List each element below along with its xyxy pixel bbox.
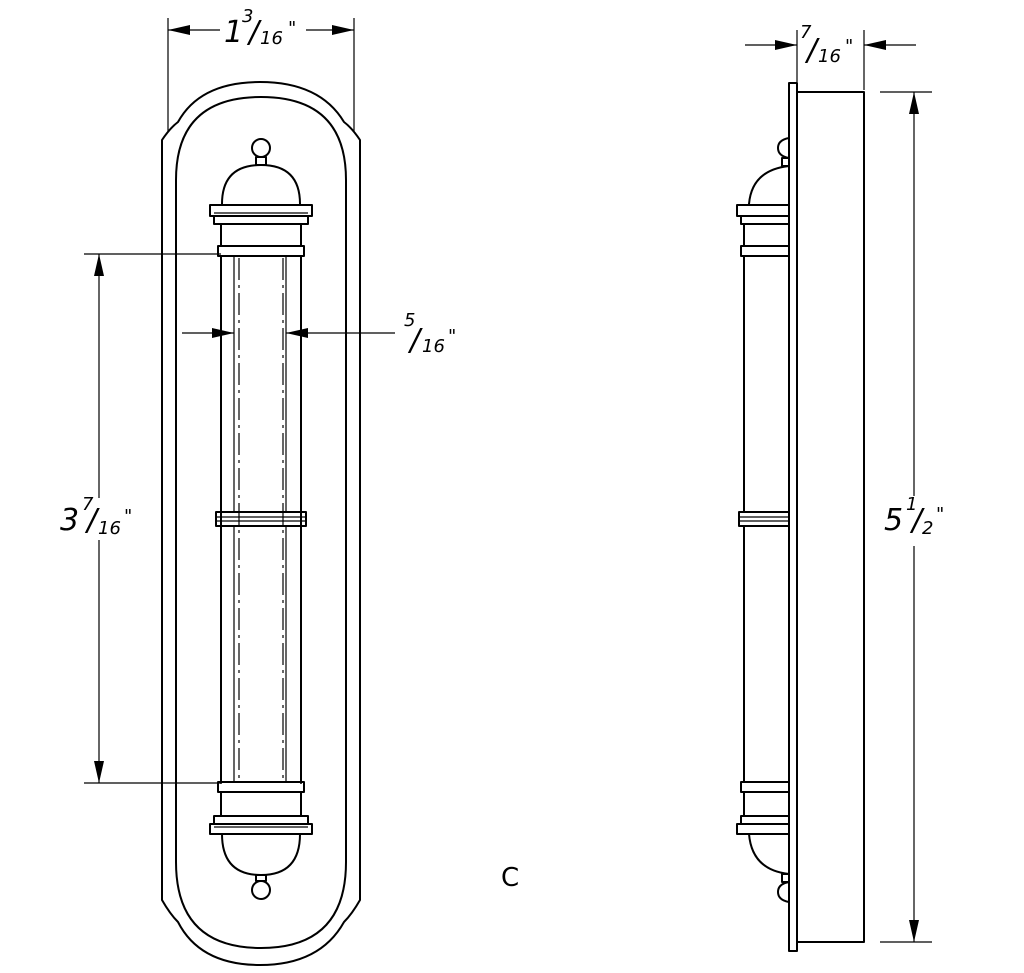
length-unit: " bbox=[124, 506, 132, 527]
dim-tube-length: 3 7 / 16 " bbox=[60, 253, 221, 784]
svg-text:/: / bbox=[804, 33, 820, 68]
length-denominator: 16 bbox=[98, 518, 121, 539]
length-numerator: 7 bbox=[82, 494, 94, 515]
width-whole: 1 bbox=[224, 15, 243, 50]
top-finial-neck bbox=[255, 156, 267, 166]
bottom-collar bbox=[209, 823, 313, 835]
glass-panel-upper bbox=[233, 255, 287, 513]
svg-text:/: / bbox=[407, 323, 423, 358]
side-top-finial bbox=[777, 137, 790, 159]
tube-dia-denominator: 16 bbox=[422, 336, 445, 357]
height-numerator: 1 bbox=[906, 494, 917, 515]
side-bottom-finial bbox=[777, 881, 790, 903]
tube-dia-unit: " bbox=[448, 326, 456, 347]
middle-ring bbox=[215, 511, 307, 527]
side-bottom-dome bbox=[748, 833, 790, 875]
dim-overall-width: 1 3 / 16 " bbox=[167, 6, 355, 132]
glass-panel-lower bbox=[233, 525, 287, 783]
bottom-dome bbox=[221, 833, 301, 876]
side-mounting-block bbox=[796, 91, 865, 943]
height-unit: " bbox=[936, 504, 944, 525]
svg-text:/: / bbox=[84, 503, 100, 538]
height-whole: 5 bbox=[884, 503, 903, 538]
side-top-dome bbox=[748, 165, 790, 205]
svg-text:/: / bbox=[246, 15, 262, 50]
side-middle-ring bbox=[738, 511, 790, 527]
width-denominator: 16 bbox=[260, 28, 283, 49]
width-unit: " bbox=[288, 18, 296, 39]
backplate-inner-outline bbox=[175, 96, 347, 949]
top-collar bbox=[209, 204, 313, 217]
depth-unit: " bbox=[845, 36, 853, 57]
dim-side-depth: 7 / 16 " bbox=[745, 22, 916, 90]
length-whole: 3 bbox=[60, 503, 79, 538]
height-denominator: 2 bbox=[922, 518, 933, 539]
side-view bbox=[736, 82, 865, 952]
view-label: C bbox=[501, 863, 519, 893]
depth-numerator: 7 bbox=[800, 22, 812, 43]
bottom-finial-ball bbox=[251, 880, 271, 900]
svg-text:/: / bbox=[909, 503, 925, 538]
front-view bbox=[161, 81, 361, 966]
top-dome bbox=[221, 164, 301, 205]
top-finial-ball bbox=[251, 138, 271, 158]
backplate-outline bbox=[161, 81, 361, 966]
dim-tube-diameter: 5 / 16 " bbox=[182, 310, 456, 358]
side-backplate bbox=[788, 82, 798, 952]
tube-dia-numerator: 5 bbox=[404, 310, 415, 331]
dim-overall-height: 5 1 / 2 " bbox=[880, 91, 944, 943]
depth-denominator: 16 bbox=[818, 46, 841, 67]
width-numerator: 3 bbox=[242, 6, 253, 27]
